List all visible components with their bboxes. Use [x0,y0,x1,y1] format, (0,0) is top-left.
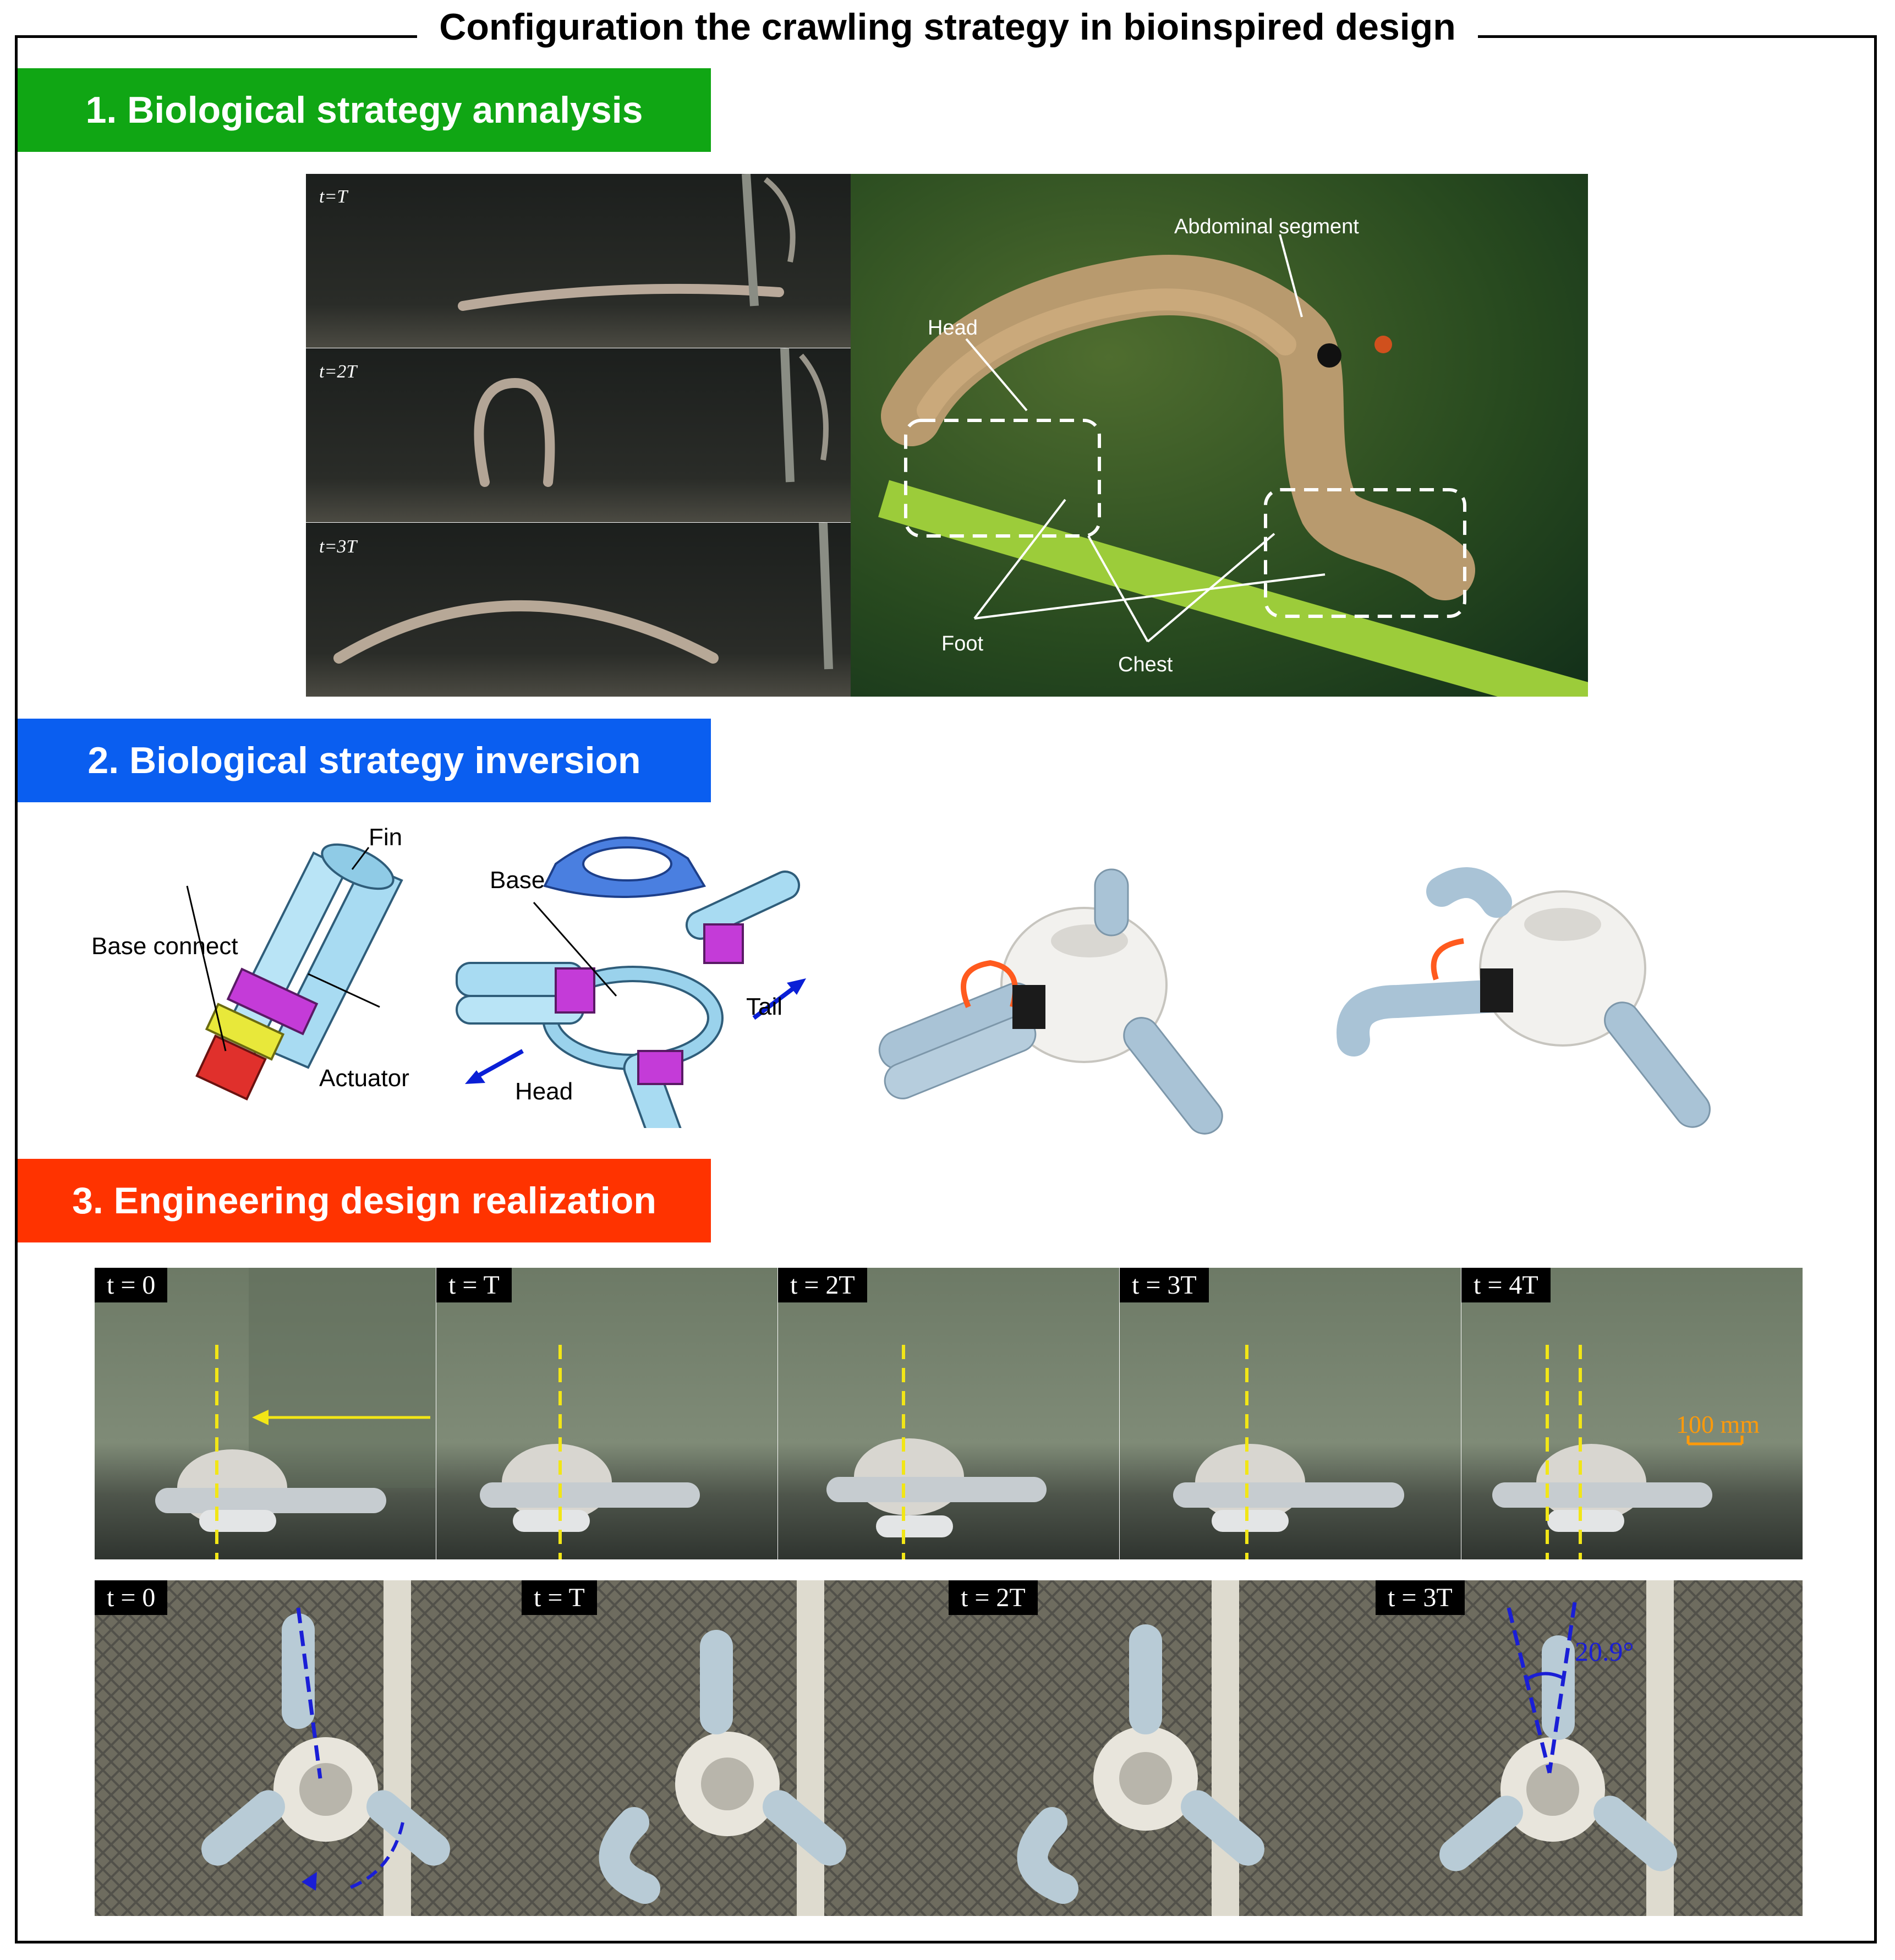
label-tail: Tail [746,993,782,1020]
side-view-strip: 100 mm [95,1268,1803,1559]
base-pointer [533,902,617,997]
section-banner-1: 1. Biological strategy annalysis [18,68,711,152]
side-frame-4 [1120,1268,1461,1559]
chest-pointer-a [1087,535,1149,642]
caterpillar-eye-right [1374,336,1392,353]
label-base-connect: Base connect [91,933,238,960]
head-pointer [965,338,1028,412]
label-abdominal-segment: Abdominal segment [1174,215,1359,238]
top-frame-2 [599,1580,846,1916]
side-frame-2 [436,1268,777,1559]
cad-diagram-panel: Fin Base connect Actuator Base Tail Head [72,820,842,1128]
head-arrow [472,1049,524,1081]
tail-arrow [752,983,799,1020]
tail-region-box [1264,488,1466,618]
caterpillar-body-shade [917,288,1296,421]
side-tag-2: t = T [436,1268,512,1302]
side-tag-1: t = 0 [95,1268,168,1302]
label-head-direction: Head [515,1078,573,1105]
label-base: Base [490,867,545,894]
top-tag-1: t = 0 [95,1580,168,1615]
side-tag-3: t = 2T [778,1268,867,1302]
label-fin: Fin [369,824,402,851]
frame-t1-bg [306,174,851,348]
frame-label-t2: t=2T [319,362,358,382]
top-tag-2: t = T [522,1580,597,1615]
stem-1 [742,174,759,306]
label-actuator: Actuator [319,1065,409,1092]
frame-t2-bg [306,348,851,522]
top-tag-4: t = 3T [1376,1580,1465,1615]
plant-stem [878,480,1588,697]
top-view-bg [95,1580,1803,1916]
angle-label: 20.9° [1575,1636,1634,1667]
top-frame-3 [1017,1580,1264,1916]
caterpillar-eye-left [1317,343,1341,368]
worm-arch [333,600,719,664]
label-head: Head [928,316,978,340]
caterpillar-body [881,255,1475,600]
top-view-strip: 20.9° [95,1580,1803,1916]
head-region-box [904,419,1101,538]
inchworm-frames-panel: t=T t=2T t=3T [306,174,851,697]
caterpillar-bg [851,174,1588,697]
chest-pointer-b [1147,533,1275,643]
label-foot: Foot [941,632,983,655]
head-arrowhead [465,1070,485,1084]
worm-loop [474,377,555,487]
frame-label-t1: t=T [319,187,348,207]
section-banner-2: 2. Biological strategy inversion [18,719,711,802]
top-tag-3: t = 2T [949,1580,1038,1615]
worm-straight [458,283,784,311]
abdominal-pointer [1279,234,1303,317]
section-banner-3: 3. Engineering design realization [18,1159,711,1242]
stem-leaf-1 [763,177,796,262]
label-chest: Chest [1118,653,1173,676]
tail-arrowhead [787,978,806,995]
actuator-module [195,843,403,1101]
top-frame-1 [201,1580,450,1916]
foot-pointer-a [973,499,1066,620]
actuator-pointer [308,973,380,1008]
side-frame-3 [778,1268,1119,1559]
top-frame-4: 20.9° [1439,1580,1677,1916]
caterpillar-photo-panel: Abdominal segment Head Foot Chest [851,174,1588,697]
stem-3 [819,522,833,670]
stem-leaf-2 [799,353,829,461]
base-connect-pointer [186,885,227,1052]
robot-photo-1 [847,858,1299,1145]
robot-photo-2 [1332,858,1794,1145]
frame-label-t3: t=3T [319,536,358,557]
base-assembly [456,836,801,1128]
side-tag-5: t = 4T [1461,1268,1551,1302]
fin-pointer [351,847,370,870]
side-frame-1 [95,1268,436,1559]
figure-title: Configuration the crawling strategy in b… [417,6,1478,48]
side-frame-5: 100 mm [1461,1268,1803,1559]
stem-2 [780,348,795,483]
side-tag-4: t = 3T [1120,1268,1209,1302]
figure-title-wrap: Configuration the crawling strategy in b… [0,6,1895,48]
scale-label: 100 mm [1676,1410,1760,1438]
foot-pointer-b [974,573,1326,620]
